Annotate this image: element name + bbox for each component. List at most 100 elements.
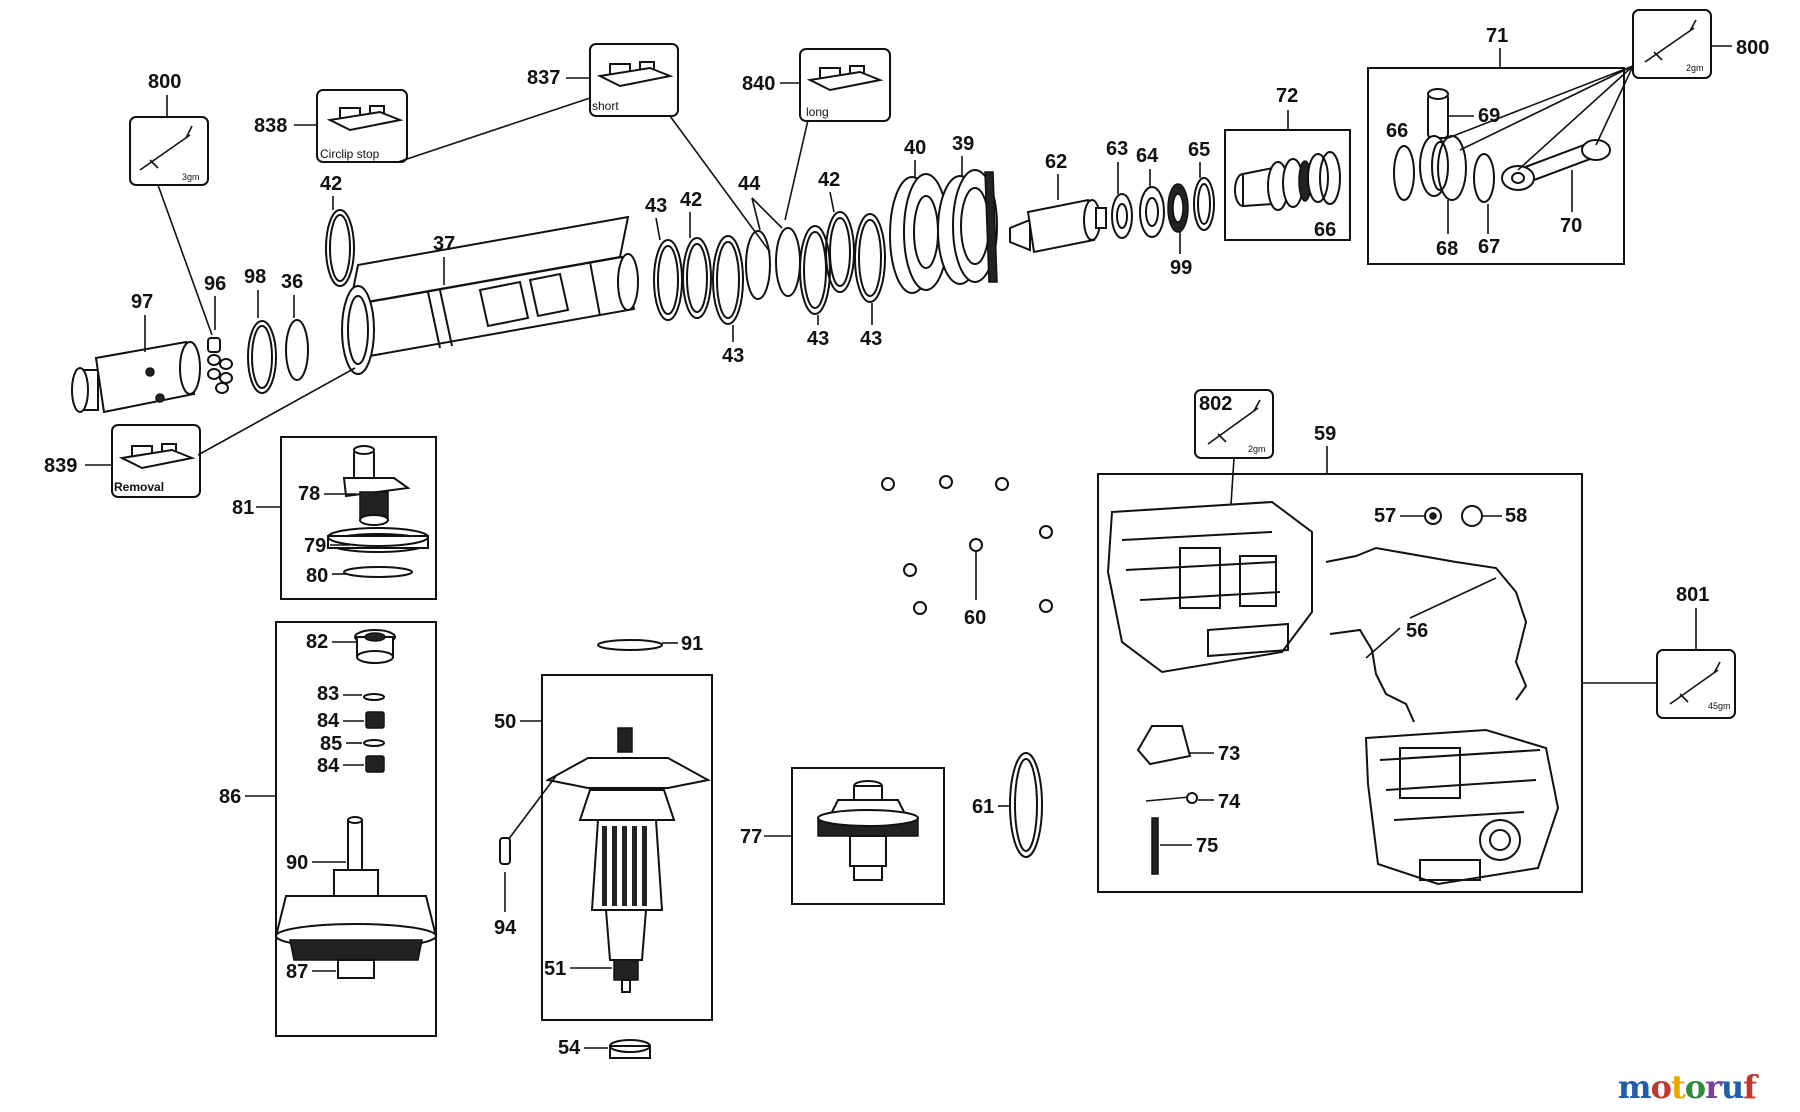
tool-fixture-icon	[806, 65, 884, 92]
box-59	[1097, 473, 1583, 893]
tool-caption: Removal	[114, 480, 164, 494]
part-43-ring	[799, 225, 831, 315]
part-64-ring	[1139, 186, 1165, 238]
part-91-ring	[597, 639, 663, 651]
part-label: 74	[1218, 791, 1241, 813]
part-42-ring	[682, 237, 712, 319]
part-70-con-rod	[1501, 139, 1611, 191]
part-43-ring	[712, 235, 744, 325]
tool-box-840: long	[799, 48, 891, 122]
part-57-cap	[1424, 507, 1442, 525]
part-73-housing-piece	[1136, 725, 1192, 766]
part-label: 800	[148, 71, 181, 93]
box-72	[1224, 129, 1351, 241]
part-37-spindle	[341, 215, 639, 375]
tool-fixture-icon	[118, 443, 196, 470]
part-label: 64	[1136, 145, 1159, 167]
part-43-ring	[653, 239, 683, 321]
tool-box-838: Circlip stop	[316, 89, 408, 163]
part-label: 43	[860, 328, 882, 350]
grease-amount: 3gm	[182, 172, 200, 182]
part-98-ring	[247, 320, 277, 394]
part-label: 57	[1374, 505, 1396, 527]
grease-box-800-right: 2gm	[1632, 9, 1712, 79]
grease-box-802: 2gm	[1194, 389, 1274, 459]
part-label: 84	[317, 755, 340, 777]
part-69-pin	[1427, 88, 1449, 139]
part-67-oring	[1473, 153, 1495, 203]
part-label: 85	[320, 733, 342, 755]
part-66-ring	[1319, 151, 1341, 205]
part-label: 78	[298, 483, 320, 505]
part-label: 83	[317, 683, 339, 705]
tool-box-837: short	[589, 43, 679, 117]
part-label: 61	[972, 796, 994, 818]
part-label: 42	[818, 169, 840, 191]
part-label: 73	[1218, 743, 1240, 765]
part-label: 91	[681, 633, 703, 655]
part-label: 54	[558, 1037, 581, 1059]
part-label: 51	[544, 958, 566, 980]
box-71	[1367, 67, 1625, 265]
part-label: 87	[286, 961, 308, 983]
part-label: 58	[1505, 505, 1527, 527]
part-42-ring	[325, 209, 355, 287]
part-78-gear	[342, 445, 411, 526]
part-59-gear-housing-top	[1106, 500, 1313, 674]
part-label: 37	[433, 233, 455, 255]
part-label: 43	[722, 345, 744, 367]
tool-fixture-icon	[596, 61, 674, 88]
part-43-ring	[854, 213, 886, 303]
part-label: 66	[1386, 120, 1408, 142]
part-label: 43	[807, 328, 829, 350]
part-label: 840	[742, 73, 775, 95]
part-44-ring	[745, 230, 771, 300]
part-label: 77	[740, 826, 762, 848]
part-label: 86	[219, 786, 241, 808]
part-label: 42	[680, 189, 702, 211]
part-label: 97	[131, 291, 153, 313]
part-label: 801	[1676, 584, 1709, 606]
part-40-bearing	[889, 173, 949, 294]
part-label: 63	[1106, 138, 1128, 160]
part-label: 81	[232, 497, 254, 519]
part-label: 94	[494, 917, 517, 939]
part-94-pin	[499, 837, 511, 865]
part-label: 67	[1478, 236, 1500, 258]
part-36-ring	[285, 319, 309, 381]
part-96-balls	[207, 337, 233, 394]
part-66-ring	[1393, 145, 1415, 201]
part-label: 800	[1736, 37, 1769, 59]
part-label: 60	[964, 607, 986, 629]
part-label: 36	[281, 271, 303, 293]
part-label: 82	[306, 631, 328, 653]
tool-fixture-icon	[326, 105, 404, 132]
part-label: 75	[1196, 835, 1218, 857]
grease-tube-icon	[1207, 399, 1261, 445]
watermark-logo: motoruf	[1617, 1068, 1757, 1106]
part-label: 56	[1406, 620, 1428, 642]
part-72-striker	[1234, 153, 1329, 211]
part-label: 96	[204, 273, 226, 295]
box-77	[791, 767, 945, 905]
part-60-screws	[881, 475, 1053, 615]
part-59-gear-housing-bottom	[1364, 728, 1560, 886]
part-84-needle-bearing	[365, 711, 385, 729]
tool-caption: short	[592, 99, 619, 113]
part-label: 59	[1314, 423, 1336, 445]
grease-amount: 2gm	[1248, 444, 1266, 454]
part-80-washer	[343, 566, 413, 578]
part-82-bearing	[354, 629, 396, 664]
part-97-tool-holder	[71, 340, 201, 414]
part-label: 99	[1170, 257, 1192, 279]
part-74-seal	[1145, 792, 1198, 804]
part-label: 62	[1045, 151, 1067, 173]
part-label: 70	[1560, 215, 1582, 237]
part-label: 98	[244, 266, 266, 288]
part-68-piston	[1419, 135, 1467, 201]
part-label: 802	[1199, 393, 1232, 415]
part-label: 42	[320, 173, 342, 195]
part-label: 66	[1314, 219, 1336, 241]
part-label: 80	[306, 565, 328, 587]
part-56-wire	[1325, 546, 1528, 723]
